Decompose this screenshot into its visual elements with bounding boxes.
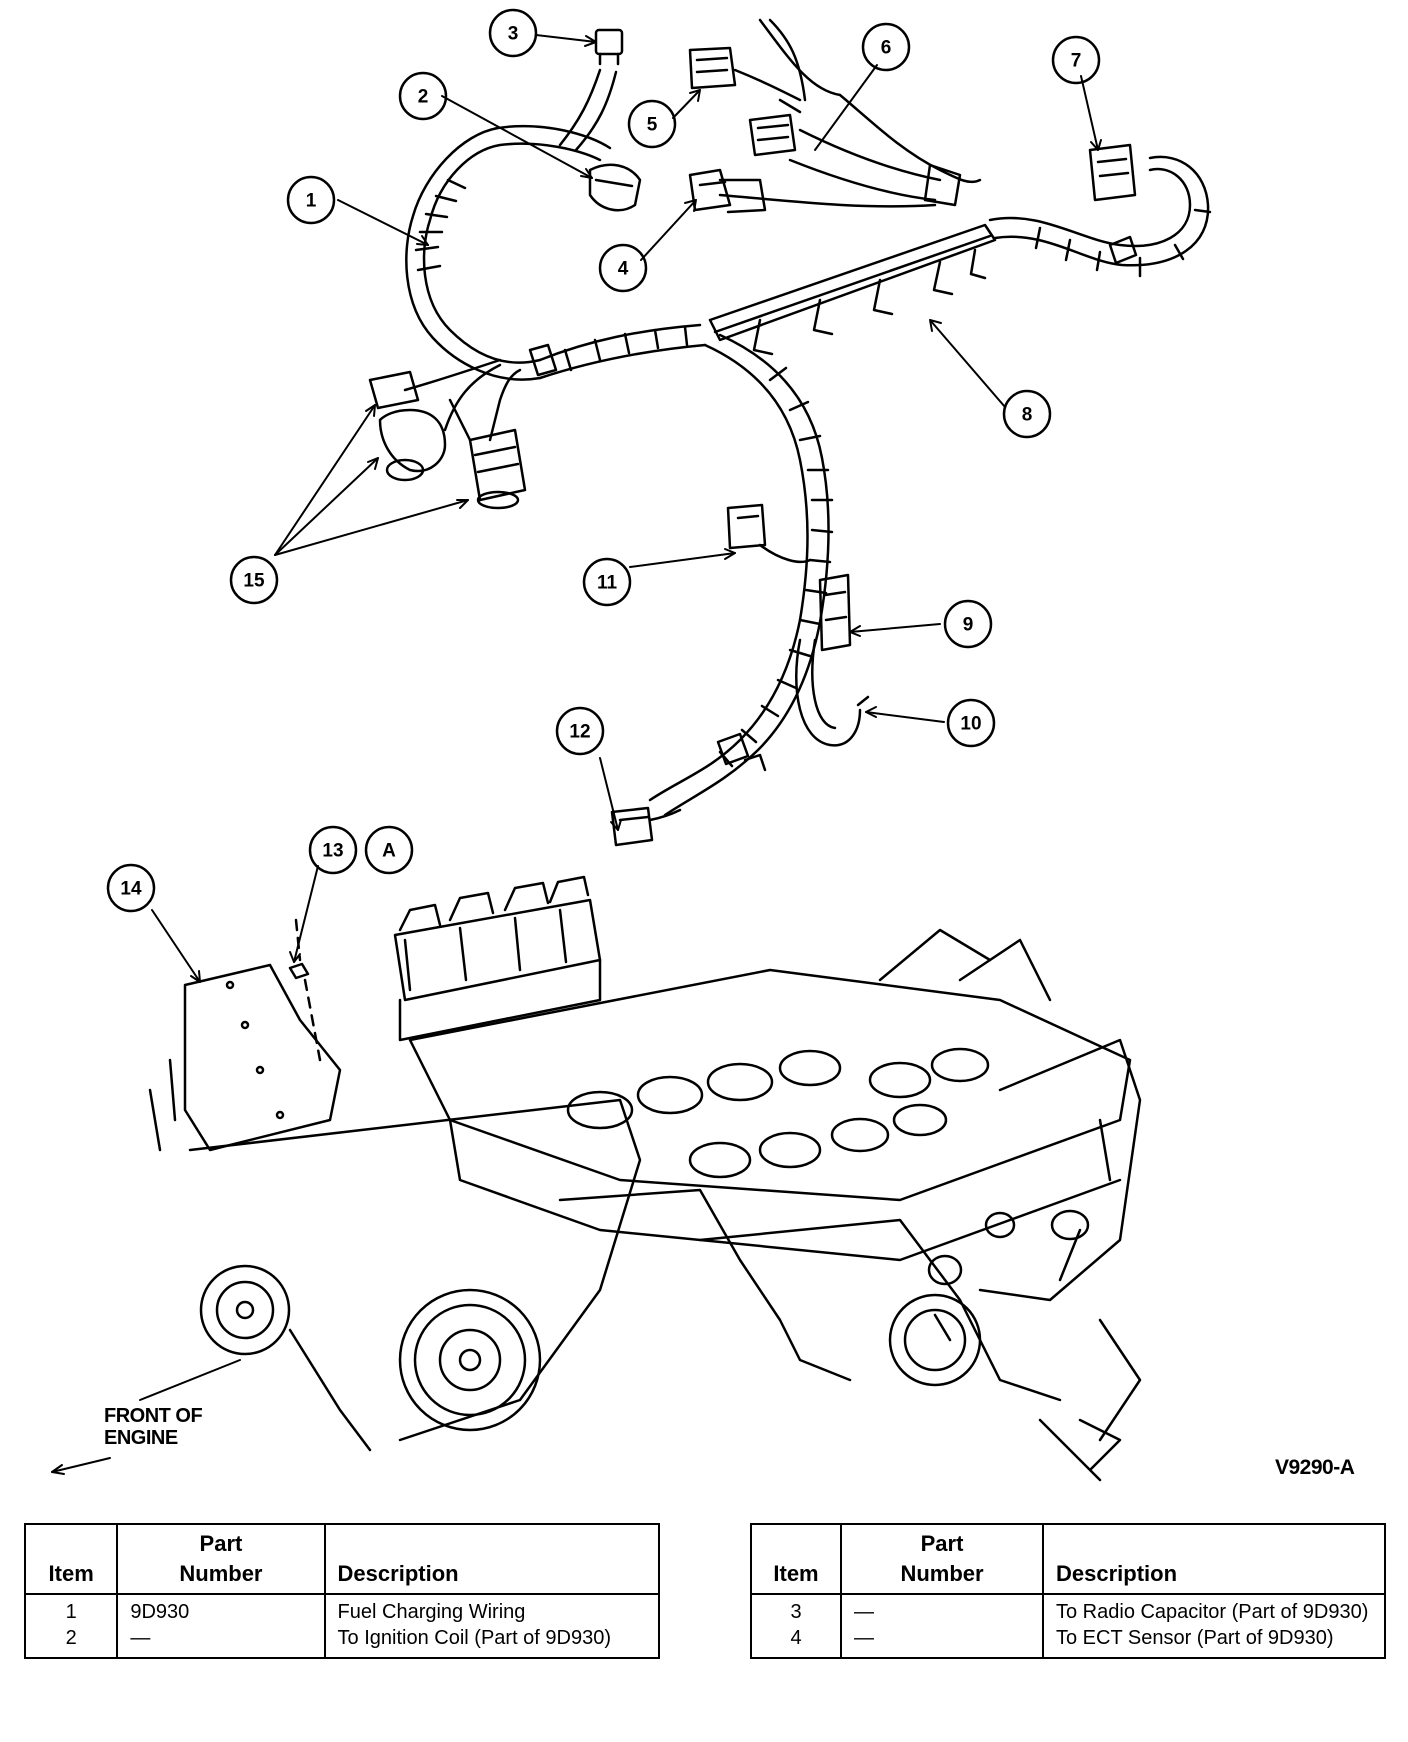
figure-code: V9290-A	[1275, 1456, 1355, 1479]
callout-A: A	[382, 841, 396, 862]
callout-1: 1	[306, 191, 317, 212]
callout-15: 15	[243, 571, 265, 592]
fuel-charging-wiring-harness	[368, 18, 1212, 847]
cell-description: Fuel Charging Wiring	[323, 1594, 661, 1625]
header-description: Description	[323, 1524, 661, 1595]
header-part-number: Part Number	[116, 1524, 326, 1595]
front-of-engine-label: FRONT OF ENGINE	[104, 1405, 203, 1449]
cell-description: To Ignition Coil (Part of 9D930)	[323, 1625, 661, 1658]
parts-table-right: Item Part Number Description 3 — To Radi…	[750, 1523, 1386, 1659]
callout-8: 8	[1022, 405, 1033, 426]
header-item: Item	[23, 1524, 119, 1595]
cell-part-number: 9D930	[116, 1594, 326, 1625]
cell-description: To Radio Capacitor (Part of 9D930)	[1042, 1594, 1386, 1625]
wiring-harness-diagram: 3 2 1 4 5 6 7 8 9 10 11 12 13 A 14 15	[51, 8, 1212, 1482]
cell-part-number: —	[840, 1594, 1044, 1625]
header-item: Item	[750, 1524, 842, 1595]
callout-12: 12	[569, 722, 590, 743]
parts-table-left: Item Part Number Description 1 9D930 Fue…	[23, 1523, 661, 1659]
callout-6: 6	[881, 38, 892, 59]
callout-2: 2	[418, 87, 429, 108]
cell-item: 1	[23, 1594, 119, 1625]
cell-part-number: —	[840, 1625, 1044, 1658]
header-part-line-1: Part	[920, 1531, 964, 1556]
cell-item: 4	[750, 1625, 842, 1658]
cell-item: 3	[750, 1594, 842, 1625]
front-label-line-2: ENGINE	[104, 1427, 178, 1449]
leader-lines	[51, 34, 1102, 1475]
header-part-number: Part Number	[840, 1524, 1044, 1595]
callout-7: 7	[1071, 51, 1082, 72]
cell-item: 2	[23, 1625, 119, 1658]
engine-illustration	[148, 875, 1142, 1482]
table-row: 3 — To Radio Capacitor (Part of 9D930)	[750, 1594, 1386, 1625]
table-row: 2 — To Ignition Coil (Part of 9D930)	[23, 1625, 661, 1658]
header-part-line-1: Part	[199, 1531, 243, 1556]
header-part-line-2: Number	[900, 1561, 984, 1586]
header-part-line-2: Number	[179, 1561, 263, 1586]
callout-circles	[106, 8, 1101, 913]
callout-9: 9	[963, 615, 974, 636]
callout-13: 13	[322, 841, 343, 862]
cell-description: To ECT Sensor (Part of 9D930)	[1042, 1625, 1386, 1658]
front-label-line-1: FRONT OF	[104, 1405, 203, 1427]
callout-4: 4	[618, 259, 629, 280]
cell-part-number: —	[116, 1625, 326, 1658]
table-row: 4 — To ECT Sensor (Part of 9D930)	[750, 1625, 1386, 1658]
callout-14: 14	[120, 879, 142, 900]
header-description: Description	[1042, 1524, 1386, 1595]
callout-5: 5	[647, 115, 658, 136]
callout-10: 10	[960, 714, 981, 735]
table-row: 1 9D930 Fuel Charging Wiring	[23, 1594, 661, 1625]
callout-11: 11	[597, 573, 618, 594]
callout-3: 3	[508, 24, 519, 45]
